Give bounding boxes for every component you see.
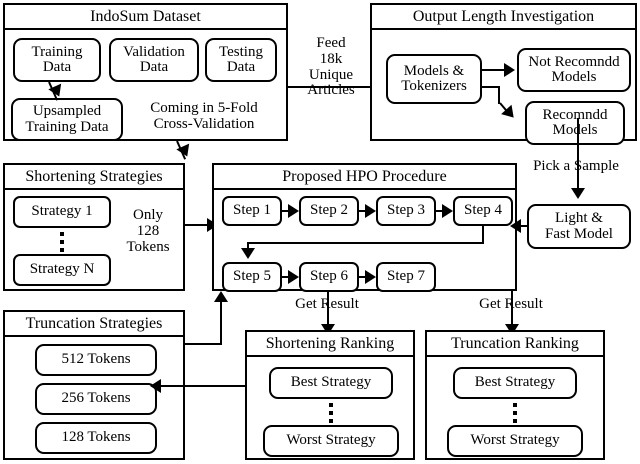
node-not-recommended-models: Not Recomndd Models <box>517 48 631 92</box>
panel-body-truncation-ranking: Best Strategy Worst Strategy <box>427 357 603 458</box>
arrowhead-step4-to-step5 <box>241 248 255 259</box>
node-testing-data: Testing Data <box>205 38 277 82</box>
panel-shortening-strategies: Shortening Strategies Strategy 1 Strateg… <box>3 163 185 291</box>
panel-title-truncation-ranking: Truncation Ranking <box>427 332 603 357</box>
panel-body-shortening-strategies: Strategy 1 Strategy N Only 128 Tokens <box>5 190 183 289</box>
edge-best-strategy-to-truncation <box>160 385 270 387</box>
panel-body-shortening-ranking: Best Strategy Worst Strategy <box>247 357 413 458</box>
arrowhead-best-strategy-to-truncation <box>150 379 161 393</box>
edge-step4-to-step5-drop <box>247 242 249 251</box>
node-truncation-best-strategy: Best Strategy <box>453 367 577 399</box>
node-truncation-128: 128 Tokens <box>35 422 157 454</box>
node-truncation-512: 512 Tokens <box>35 344 157 376</box>
panel-title-indosum-dataset: IndoSum Dataset <box>5 5 286 30</box>
edge-step4-to-step5-h <box>247 242 484 244</box>
panel-title-shortening-strategies: Shortening Strategies <box>5 165 183 190</box>
node-step-3: Step 3 <box>376 196 436 226</box>
separator-truncation-ranking-dots <box>513 403 517 423</box>
panel-proposed-hpo-procedure: Proposed HPO Procedure Step 1 Step 2 Ste… <box>212 163 517 292</box>
node-strategy-first: Strategy 1 <box>13 196 111 228</box>
node-training-data: Training Data <box>13 38 101 82</box>
node-step-7: Step 7 <box>376 262 436 292</box>
panel-title-output-length-investigation: Output Length Investigation <box>372 5 635 30</box>
panel-body-truncation-strategies: 512 Tokens 256 Tokens 128 Tokens <box>5 337 183 458</box>
panel-body-proposed-hpo-procedure: Step 1 Step 2 Step 3 Step 4 Step 5 Step … <box>214 190 515 292</box>
edge-step6-step7 <box>359 276 367 278</box>
panel-output-length-investigation: Output Length Investigation Models & Tok… <box>370 3 637 145</box>
panel-title-truncation-strategies: Truncation Strategies <box>5 312 183 337</box>
edge-hpo-to-truncation-ranking <box>511 291 513 328</box>
arrowhead-step2-step3 <box>365 204 376 218</box>
edge-models-to-recommended-h <box>482 86 500 88</box>
edge-step2-step3 <box>359 210 367 212</box>
edge-models-to-not-recommended <box>482 69 506 71</box>
node-recommended-models: Recomndd Models <box>525 101 625 145</box>
arrowhead-hpo-to-shortening-ranking <box>321 324 335 335</box>
node-shortening-best-strategy: Best Strategy <box>269 367 393 399</box>
edge-step3-step4 <box>436 210 444 212</box>
edge-shortening-to-hpo <box>185 224 211 226</box>
edge-dataset-to-models <box>288 86 384 88</box>
panel-truncation-strategies: Truncation Strategies 512 Tokens 256 Tok… <box>3 310 185 460</box>
arrowhead-light-model-to-hpo <box>510 219 521 233</box>
node-light-and-fast-model: Light & Fast Model <box>527 204 631 249</box>
node-upsampled-training-data: Upsampled Training Data <box>11 98 123 141</box>
panel-shortening-ranking: Shortening Ranking Best Strategy Worst S… <box>245 330 415 460</box>
panel-title-shortening-ranking: Shortening Ranking <box>247 332 413 357</box>
edge-truncation-to-hpo-v <box>220 300 222 345</box>
panel-body-output-length-investigation: Models & Tokenizers Not Recomndd Models … <box>372 30 635 145</box>
label-feed-18k-unique-articles: Feed 18k Unique Articles <box>307 35 355 99</box>
arrowhead-step5-step6 <box>288 270 299 284</box>
node-truncation-256: 256 Tokens <box>35 383 157 415</box>
arrowhead-step6-step7 <box>365 270 376 284</box>
edge-truncation-to-hpo-h <box>185 343 222 345</box>
node-step-4: Step 4 <box>453 196 513 226</box>
label-only-128-tokens: Only 128 Tokens <box>126 207 170 255</box>
edge-step4-to-step5-v <box>482 226 484 244</box>
panel-truncation-ranking: Truncation Ranking Best Strategy Worst S… <box>425 330 605 460</box>
arrowhead-step3-step4 <box>442 204 453 218</box>
label-pick-a-sample: Pick a Sample <box>533 158 619 174</box>
separator-strategy-dots <box>60 232 64 252</box>
node-truncation-worst-strategy: Worst Strategy <box>447 425 583 457</box>
label-cross-validation-note: Coming in 5-Fold Cross-Validation <box>150 100 258 132</box>
node-step-1: Step 1 <box>222 196 282 226</box>
edge-step5-step6 <box>282 276 290 278</box>
panel-title-proposed-hpo-procedure: Proposed HPO Procedure <box>214 165 515 190</box>
node-shortening-worst-strategy: Worst Strategy <box>263 425 399 457</box>
arrowhead-models-to-not-recommended <box>504 63 515 77</box>
node-strategy-last: Strategy N <box>13 254 111 286</box>
edge-step1-step2 <box>282 210 290 212</box>
node-step-5: Step 5 <box>222 262 282 292</box>
label-get-result-left: Get Result <box>295 296 359 312</box>
label-get-result-right: Get Result <box>479 296 543 312</box>
separator-shortening-ranking-dots <box>329 403 333 423</box>
node-models-and-tokenizers: Models & Tokenizers <box>386 54 482 104</box>
node-step-2: Step 2 <box>299 196 359 226</box>
edge-hpo-to-shortening-ranking <box>327 291 329 328</box>
panel-body-indosum-dataset: Training Data Validation Data Testing Da… <box>5 30 286 141</box>
edge-light-model-to-hpo-connector <box>519 225 529 227</box>
arrowhead-recommended-to-light-model <box>571 188 585 199</box>
edge-models-to-recommended-v <box>498 86 500 104</box>
edge-recommended-to-light-model <box>577 118 579 192</box>
arrowhead-step1-step2 <box>288 204 299 218</box>
arrowhead-hpo-to-truncation-ranking <box>505 324 519 335</box>
arrowhead-truncation-to-hpo <box>214 291 228 302</box>
panel-indosum-dataset: IndoSum Dataset Training Data Validation… <box>3 3 288 141</box>
node-validation-data: Validation Data <box>109 38 199 82</box>
node-step-6: Step 6 <box>299 262 359 292</box>
